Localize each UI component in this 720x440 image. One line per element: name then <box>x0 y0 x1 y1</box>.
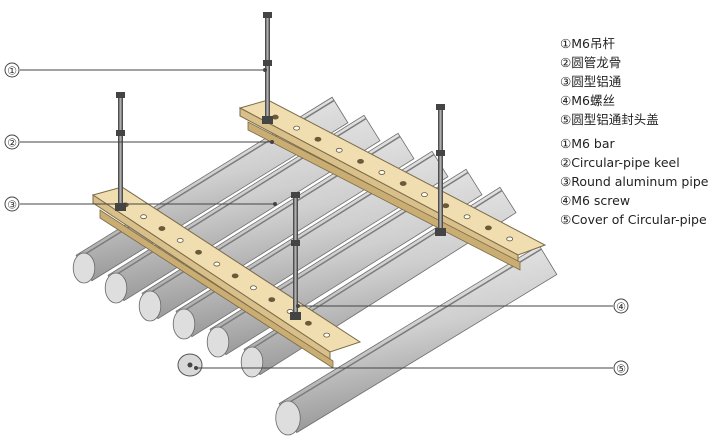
keel-hole <box>463 214 471 220</box>
legend-cn-item-5: ⑤圆型铝通封头盖 <box>560 112 659 127</box>
keel-hole <box>421 192 428 198</box>
keel-hole <box>271 114 279 120</box>
keel-hole <box>442 203 450 209</box>
keel-hole <box>293 125 301 131</box>
circular-pipe-cover <box>177 353 203 377</box>
legend-cn-item-4: ④M6螺丝 <box>560 93 615 108</box>
legend-en-item-4: ④M6 screw <box>560 193 631 208</box>
keel-hole <box>484 225 492 231</box>
pipe-end <box>104 272 128 304</box>
keel-hole <box>158 226 166 231</box>
pipe-slot <box>280 248 542 408</box>
legend-en-item-2: ②Circular-pipe keel <box>560 155 680 170</box>
keel-hole <box>399 181 407 186</box>
keel-hole <box>176 237 184 243</box>
keel-hole <box>506 236 514 242</box>
callout-leaders <box>20 69 613 369</box>
svg-text:①: ① <box>7 65 17 78</box>
svg-text:②: ② <box>7 137 17 150</box>
legend-cn-item-3: ③圆型铝通 <box>560 74 622 89</box>
keel-hole <box>195 249 202 255</box>
pipe-end <box>240 346 264 378</box>
legend-en-item-5: ⑤Cover of Circular-pipe <box>560 212 707 227</box>
keel-hole <box>140 214 148 220</box>
callout-2: ② <box>4 134 20 150</box>
pipe-end <box>275 400 301 436</box>
keel-hole <box>250 285 257 291</box>
callout-1: ① <box>4 62 20 78</box>
keel-hole <box>304 320 312 326</box>
keel-hole <box>378 170 386 175</box>
keel-hole <box>231 273 239 279</box>
pipe-end <box>206 326 230 358</box>
keel-hole <box>357 158 364 164</box>
keel-hole <box>314 136 322 142</box>
legend-english: ①M6 bar ②Circular-pipe keel ③Round alumi… <box>560 134 708 229</box>
callout-4: ④ <box>613 298 629 314</box>
legend-en-item-3: ③Round aluminum pipe <box>560 174 709 189</box>
legend-en-item-1: ①M6 bar <box>560 136 615 151</box>
pipe-end <box>138 290 162 322</box>
svg-text:⑤: ⑤ <box>616 363 626 376</box>
svg-text:④: ④ <box>616 301 626 314</box>
pipe-end <box>172 308 196 340</box>
keel-hole <box>268 297 276 303</box>
keel-hole <box>323 332 331 338</box>
legend-cn-item-1: ①M6吊杆 <box>560 36 615 51</box>
m6-bars <box>115 12 446 320</box>
legend-chinese: ①M6吊杆 ②圆管龙骨 ③圆型铝通 ④M6螺丝 ⑤圆型铝通封头盖 <box>560 34 659 129</box>
callout-3: ③ <box>4 196 20 212</box>
keel-hole <box>213 261 221 267</box>
callout-5: ⑤ <box>613 360 629 376</box>
legend-cn-item-2: ②圆管龙骨 <box>560 55 622 70</box>
pipe-end <box>72 252 96 284</box>
keel-hole <box>335 147 343 153</box>
svg-text:③: ③ <box>7 199 17 212</box>
